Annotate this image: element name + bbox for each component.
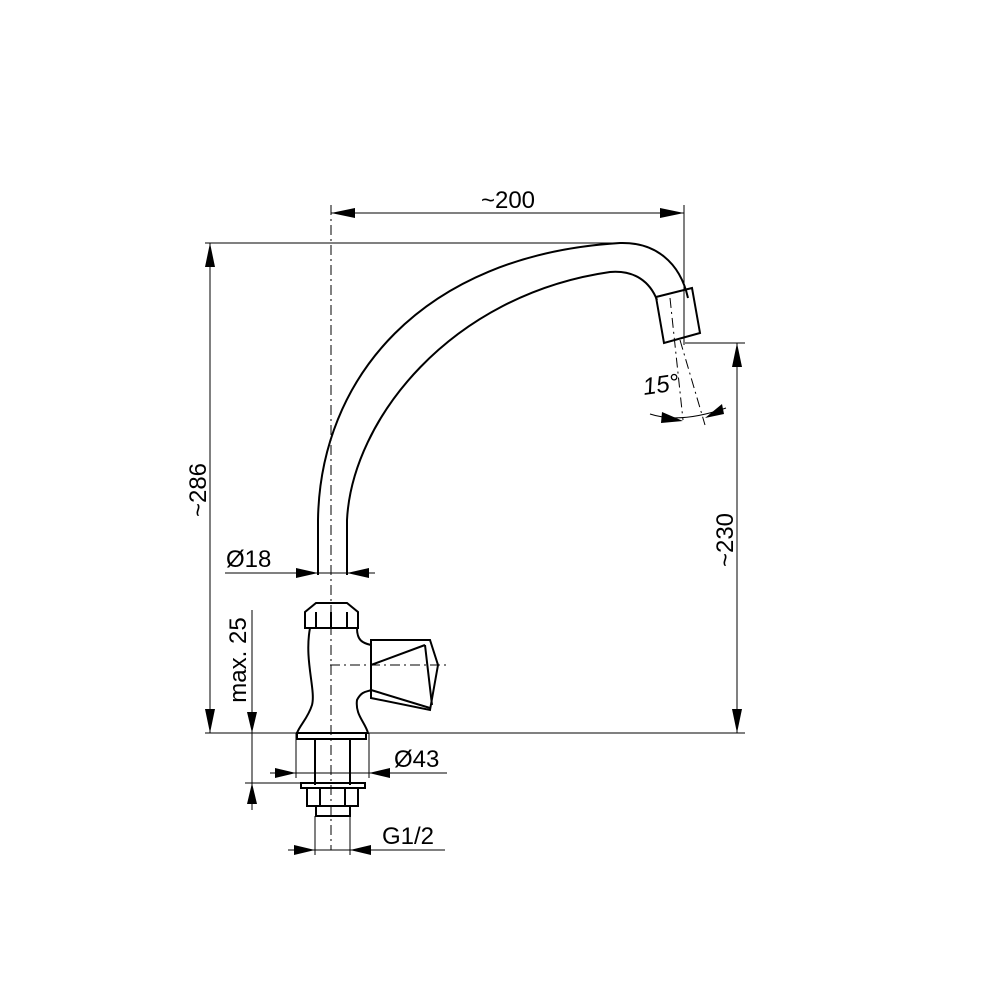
dimension-reach: ~200	[331, 187, 685, 345]
dimension-spout-height: ~230	[685, 342, 745, 733]
dimension-max-deck-thickness: max. 25	[225, 610, 305, 810]
spout	[317, 241, 702, 575]
dimension-thread: G1/2	[288, 816, 445, 855]
handle	[370, 639, 440, 712]
total-height-label: ~286	[185, 463, 212, 517]
max-deck-thickness-label: max. 25	[225, 617, 252, 702]
thread-label: G1/2	[382, 823, 434, 850]
dimension-pipe-diameter: Ø18	[225, 546, 375, 578]
dimension-base-diameter: Ø43	[270, 733, 447, 778]
dimension-outlet-angle: 15°	[641, 369, 727, 423]
dimension-total-height: ~286	[185, 242, 745, 734]
spout-height-label: ~230	[712, 513, 739, 567]
outlet-angled-centerline	[679, 339, 706, 426]
pipe-diameter-label: Ø18	[226, 546, 271, 573]
aerator-nozzle	[654, 286, 702, 345]
base-diameter-label: Ø43	[394, 746, 439, 773]
valve-body	[295, 602, 440, 817]
outlet-angle-label: 15°	[641, 369, 681, 401]
outlet-centerline	[669, 297, 684, 421]
reach-label: ~200	[481, 187, 535, 214]
